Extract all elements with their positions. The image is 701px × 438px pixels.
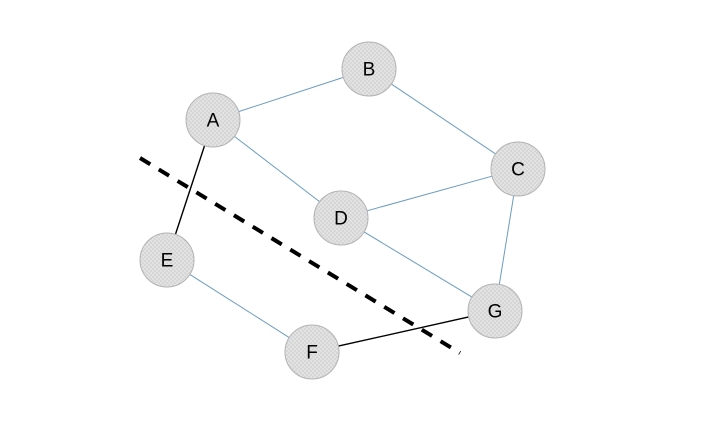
- graph-edge-f-g: [337, 316, 470, 347]
- graph-edge-c-g: [498, 195, 515, 285]
- cut-line: [138, 156, 462, 355]
- nodes-layer: A B C D E F G: [139, 41, 546, 380]
- node-circle-a: [185, 92, 241, 148]
- cut-line-layer: [138, 156, 462, 355]
- graph-edge-a-e: [174, 144, 206, 236]
- graph-node-g[interactable]: G: [467, 283, 523, 339]
- graph-edge-a-b: [238, 76, 344, 113]
- edges-layer: [174, 76, 515, 347]
- graph-node-d[interactable]: D: [313, 190, 369, 246]
- graph-edge-b-c: [390, 83, 497, 155]
- graph-edge-a-d: [233, 135, 321, 203]
- node-circle-g: [467, 283, 523, 339]
- node-circle-f: [284, 324, 340, 380]
- graph-node-a[interactable]: A: [185, 92, 241, 148]
- node-circle-e: [139, 232, 195, 288]
- graph-edge-e-f: [189, 273, 290, 339]
- node-circle-c: [490, 141, 546, 197]
- graph-node-e[interactable]: E: [139, 232, 195, 288]
- graph-edge-d-c: [366, 175, 493, 212]
- graph-node-f[interactable]: F: [284, 324, 340, 380]
- node-circle-b: [341, 41, 397, 97]
- node-circle-d: [313, 190, 369, 246]
- graph-node-c[interactable]: C: [490, 141, 546, 197]
- graph-edge-d-g: [363, 231, 473, 298]
- graph-node-b[interactable]: B: [341, 41, 397, 97]
